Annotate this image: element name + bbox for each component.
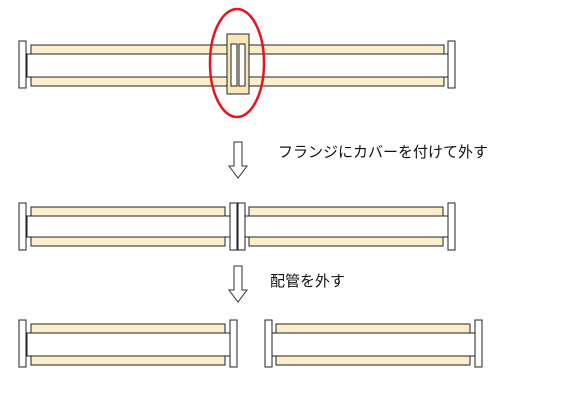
pipe-band-bottom (248, 236, 444, 247)
pipe-band-top (275, 323, 471, 334)
center-flange-left (229, 202, 238, 251)
step-2-label: 配管を外す (270, 272, 346, 290)
pipe-band-bottom (30, 236, 226, 247)
end-flange-right (229, 319, 238, 368)
pipe-body (271, 332, 476, 357)
pipe-band-top (30, 206, 226, 217)
end-flange-left (18, 319, 27, 368)
highlight-circle (208, 7, 266, 119)
pipe-body (244, 215, 449, 238)
end-flange-right (447, 40, 456, 89)
stage-2-pipe-right (237, 202, 456, 251)
down-arrow-icon (228, 265, 248, 303)
end-flange-left (264, 319, 273, 368)
pipe-band-top (30, 323, 226, 334)
step-1-label: フランジにカバーを付けて外す (278, 143, 489, 161)
pipe-band-bottom (30, 355, 226, 366)
stage-3-pipe-left (18, 319, 238, 368)
center-flange-right (237, 202, 246, 251)
end-flange-left (18, 202, 27, 251)
stage-1-joined-pipe (18, 7, 456, 119)
center-flange-right (238, 43, 246, 87)
flange-cover (226, 33, 250, 95)
end-flange-right (474, 319, 483, 368)
pipe-band-top (248, 206, 444, 217)
end-flange-right (447, 202, 456, 251)
pipe-band-bottom (275, 355, 471, 366)
pipe-body (26, 332, 231, 357)
center-flange-left (230, 43, 238, 87)
down-arrow-icon (228, 141, 248, 179)
pipe-body (26, 215, 231, 238)
stage-3-pipe-right (264, 319, 483, 368)
end-flange-left (18, 40, 27, 89)
stage-2-pipe-left (18, 202, 238, 251)
